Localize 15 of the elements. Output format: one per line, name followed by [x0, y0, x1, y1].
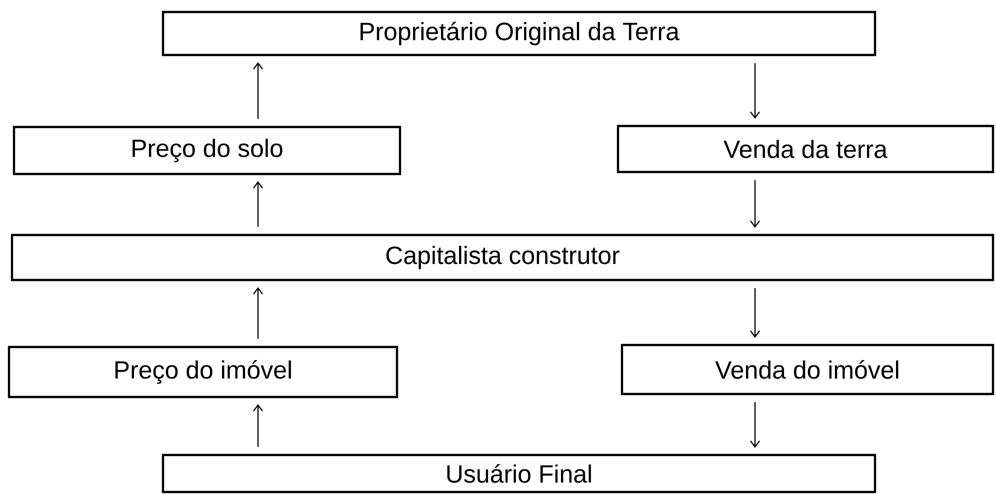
- arrow: [750, 402, 760, 448]
- arrow: [253, 287, 263, 339]
- arrow: [750, 63, 760, 119]
- process-box: Preço do imóvel: [8, 346, 398, 398]
- arrow: [750, 288, 760, 338]
- arrow: [253, 181, 263, 227]
- process-box: Usuário Final: [162, 454, 876, 494]
- arrow: [750, 180, 760, 228]
- process-box: Capitalista construtor: [10, 234, 994, 282]
- process-box: Venda da terra: [616, 124, 994, 174]
- process-box: Venda do imóvel: [620, 344, 994, 396]
- process-box: Proprietário Original da Terra: [162, 10, 876, 56]
- arrow: [253, 62, 263, 119]
- process-box: Preço do solo: [12, 126, 402, 176]
- arrow: [253, 404, 263, 447]
